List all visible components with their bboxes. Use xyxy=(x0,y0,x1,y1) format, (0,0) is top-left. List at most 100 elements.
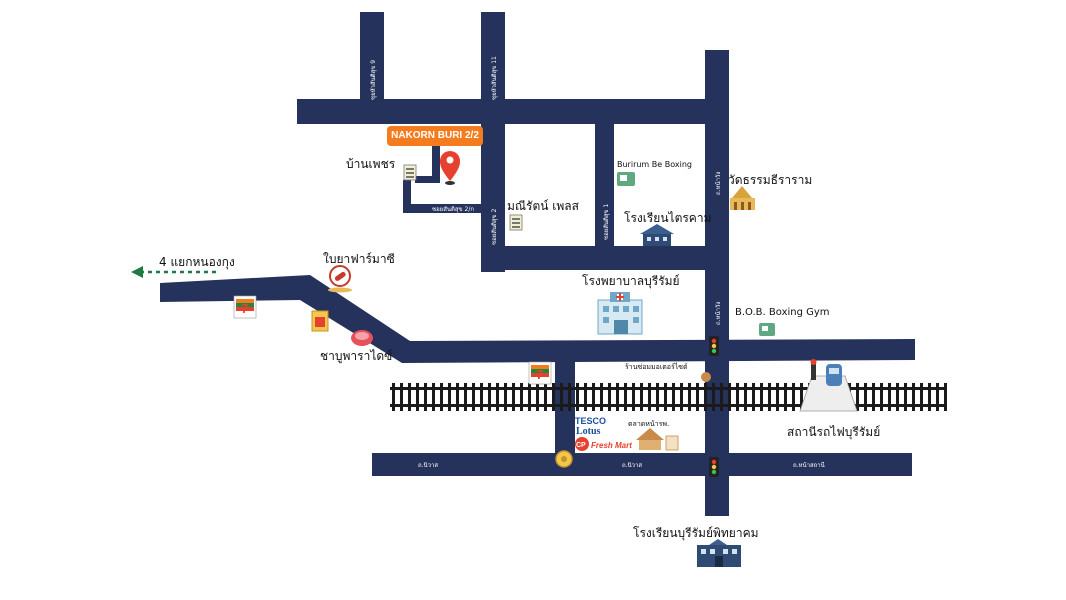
rail-tie xyxy=(440,383,443,411)
train-icon xyxy=(799,359,858,412)
rail-tie xyxy=(944,383,947,411)
rail-tie xyxy=(664,383,667,411)
label-soi-1: ซอยสันติสุข 1 xyxy=(603,203,610,240)
tesco-lotus-logo: TESCO Lotus xyxy=(575,416,606,437)
label-ban-phet: บ้านเพชร xyxy=(346,157,396,171)
rail-tie xyxy=(912,383,915,411)
road-nawang-south xyxy=(705,358,729,516)
road-soi-2kh-h xyxy=(403,204,485,213)
freshmart-text: Fresh Mart xyxy=(591,441,632,450)
rail-tie xyxy=(880,383,883,411)
rail-tie xyxy=(936,383,939,411)
location-pin-icon[interactable] xyxy=(440,151,460,185)
rail-tie xyxy=(592,383,595,411)
rail-tie xyxy=(552,383,555,411)
rail-tie xyxy=(528,383,531,411)
label-niwat-right: ถ.นิวาส xyxy=(622,462,642,469)
label-train-station: สถานีรถไฟบุรีรัมย์ xyxy=(787,425,881,439)
label-burirum-be-boxing: Burirum Be Boxing xyxy=(617,160,692,169)
rail-tie xyxy=(568,383,571,411)
label-soi-11: ซุยหัวสันติสุข 11 xyxy=(491,56,498,100)
tesco-text: TESCO xyxy=(575,416,606,426)
road-lane-to-pin-v xyxy=(432,140,440,182)
rail-tie xyxy=(768,383,771,411)
seven-eleven-glyph: 7 xyxy=(241,301,248,316)
road-network xyxy=(160,12,915,516)
label-shabu-paradise: ชาบูพาราไดซ์ xyxy=(320,349,393,363)
rail-tie xyxy=(728,383,731,411)
rail-tie xyxy=(624,383,627,411)
label-hospital: โรงพยาบาลบุรีรัมย์ xyxy=(582,274,680,288)
rail-tie xyxy=(632,383,635,411)
rail-tie xyxy=(736,383,739,411)
seven-eleven-icon: 7 xyxy=(233,295,257,319)
road-soi-11 xyxy=(481,12,505,272)
label-nawang-up: ถ.หน้าวัง xyxy=(715,172,722,195)
rail-tie xyxy=(576,383,579,411)
rail-tie xyxy=(616,383,619,411)
boxing-icon xyxy=(617,172,635,186)
rail-tie xyxy=(424,383,427,411)
rail-tie xyxy=(744,383,747,411)
rail-tie xyxy=(720,383,723,411)
rail-tie xyxy=(416,383,419,411)
rail-tie xyxy=(392,383,395,411)
rail-tie xyxy=(784,383,787,411)
label-school-bottom: โรงเรียนบุรีรัมย์พิทยาคม xyxy=(633,526,759,540)
apartment-icon xyxy=(403,164,417,181)
label-na-sathani: ถ.หน้าสถานี xyxy=(793,461,825,469)
rail-tie xyxy=(560,383,563,411)
tea-shop-icon xyxy=(311,310,329,332)
road-niwat xyxy=(372,453,912,476)
label-four-way-nong-kung: 4 แยกหนองกุง xyxy=(159,255,235,269)
rail-tie xyxy=(856,383,859,411)
label-motorbike-shop: ร้านซ่อมมอเตอร์ไซต์ xyxy=(625,363,688,371)
rail-tie xyxy=(488,383,491,411)
railway xyxy=(390,383,947,411)
gas-station-icon xyxy=(555,450,573,468)
rail-tie xyxy=(672,383,675,411)
traffic-light-icon xyxy=(709,336,719,356)
road-soi-9 xyxy=(360,12,384,102)
label-soi-9: ซุยหัวสันติสุข 9 xyxy=(370,60,377,100)
rail-tie xyxy=(432,383,435,411)
rail-tie xyxy=(504,383,507,411)
rail-tie xyxy=(400,383,403,411)
rail-tie xyxy=(680,383,683,411)
school-icon xyxy=(697,539,741,567)
destination-badge[interactable]: NAKORN BURI 2/2 xyxy=(387,126,483,146)
rail-tie xyxy=(760,383,763,411)
rail-tie xyxy=(920,383,923,411)
market-icon xyxy=(636,428,679,451)
rail-tie xyxy=(904,383,907,411)
label-pharmacy: ใบยาฟาร์มาซี xyxy=(323,252,395,266)
shabu-icon xyxy=(351,330,373,346)
rail-tie xyxy=(688,383,691,411)
road-soi-2kh-v xyxy=(403,180,411,213)
rail-tie xyxy=(648,383,651,411)
pharmacy-icon xyxy=(328,265,352,293)
road-lane-to-pin-h xyxy=(415,176,440,183)
rail-tie xyxy=(544,383,547,411)
rail-tie xyxy=(512,383,515,411)
rail-tie xyxy=(896,383,899,411)
traffic-light-icon xyxy=(709,457,719,477)
rail-tie xyxy=(600,383,603,411)
seven-eleven-icon: 7 xyxy=(528,361,552,385)
rail-tie xyxy=(712,383,715,411)
road-nawang-north xyxy=(705,50,729,360)
label-wat-thammathirattaram: วัดธรรมธีราราม xyxy=(728,173,813,187)
cp-freshmart-logo: CP Fresh Mart xyxy=(575,437,632,451)
rail-tie xyxy=(776,383,779,411)
road-soi-1 xyxy=(595,121,614,256)
apartment-icon xyxy=(509,214,523,231)
rail-tie xyxy=(496,383,499,411)
rail-tie xyxy=(464,383,467,411)
label-nawang-down: ถ.หน้าวัง xyxy=(715,302,722,325)
hospital-icon xyxy=(597,292,643,335)
label-manirat-place: มณีรัตน์ เพลส xyxy=(507,199,579,213)
boxing-icon xyxy=(759,323,775,336)
rail-tie xyxy=(864,383,867,411)
rail-tie xyxy=(584,383,587,411)
rail-tie xyxy=(928,383,931,411)
